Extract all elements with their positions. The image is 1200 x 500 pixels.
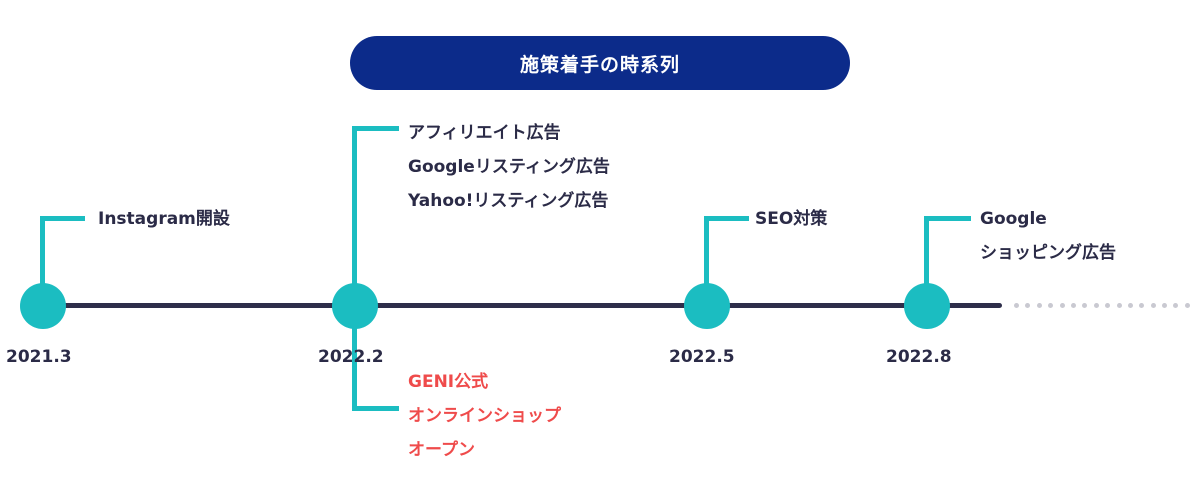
event-geni-official: GENI公式 — [408, 372, 489, 392]
timeline-continuation-dots — [1014, 302, 1190, 309]
event-google: Google — [980, 209, 1047, 229]
milestone-node-2022-2 — [332, 283, 378, 329]
timeline-axis — [40, 303, 1002, 308]
events-2022-8: Google ショッピング広告 — [980, 202, 1116, 270]
diagram-title: 施策着手の時系列 — [519, 53, 680, 76]
events-2022-2-above: アフィリエイト広告 Googleリスティング広告 Yahoo!リスティング広告 — [408, 116, 610, 218]
event-open: オープン — [408, 440, 475, 460]
connector-2022-2-down — [352, 328, 399, 411]
event-online-shop: オンラインショップ — [408, 406, 561, 426]
milestone-node-2022-8 — [904, 283, 950, 329]
events-2022-5: SEO対策 — [755, 202, 827, 236]
title-banner: 施策着手の時系列 — [350, 36, 850, 90]
event-google-listing: Googleリスティング広告 — [408, 157, 610, 177]
connector-2022-2-up — [352, 126, 399, 291]
event-instagram: Instagram開設 — [98, 209, 230, 229]
connector-2022-5 — [704, 216, 749, 291]
connector-2021-3 — [40, 216, 85, 291]
event-seo: SEO対策 — [755, 209, 828, 229]
date-label-2022-8: 2022.8 — [886, 347, 952, 367]
events-2021-3: Instagram開設 — [98, 202, 230, 236]
date-label-2022-2: 2022.2 — [318, 347, 384, 367]
event-affiliate: アフィリエイト広告 — [408, 123, 561, 143]
milestone-node-2021-3 — [20, 283, 66, 329]
date-label-2021-3: 2021.3 — [6, 347, 72, 367]
events-2022-2-below: GENI公式 オンラインショップ オープン — [408, 365, 561, 467]
date-label-2022-5: 2022.5 — [669, 347, 735, 367]
event-shopping-ad: ショッピング広告 — [980, 243, 1116, 263]
connector-2022-8 — [924, 216, 971, 291]
milestone-node-2022-5 — [684, 283, 730, 329]
event-yahoo-listing: Yahoo!リスティング広告 — [408, 191, 609, 211]
